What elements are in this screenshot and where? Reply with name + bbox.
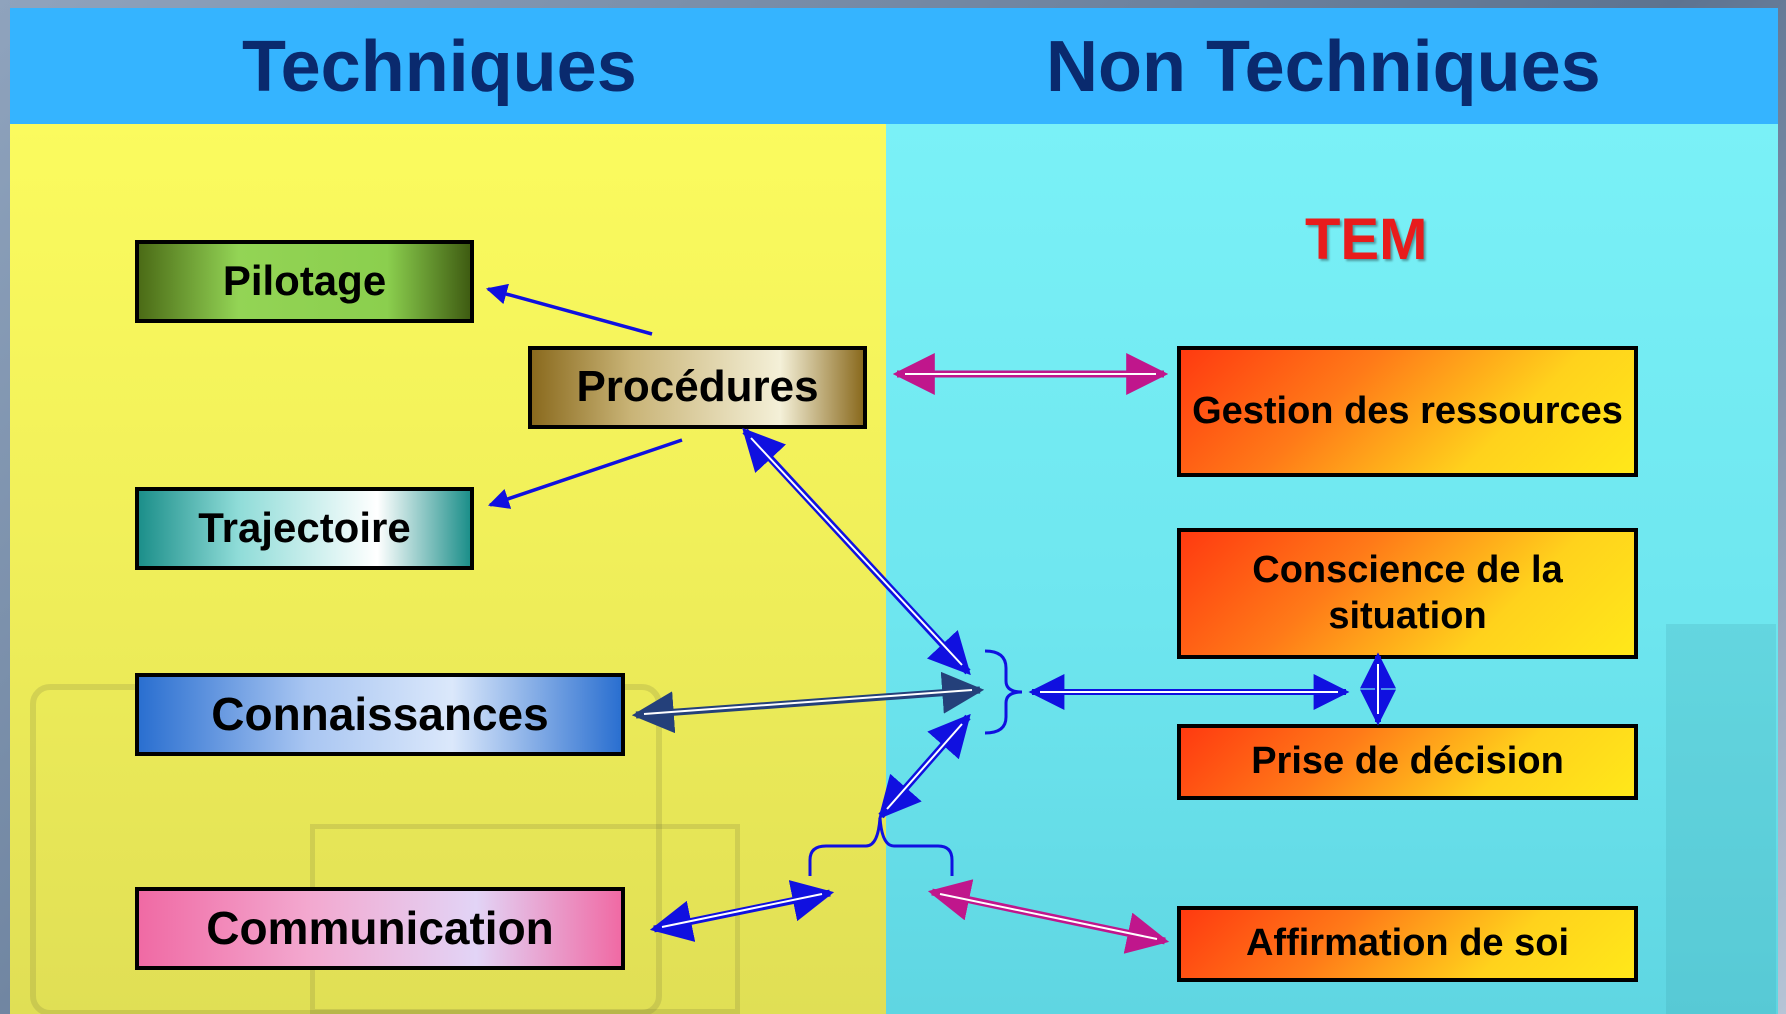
arrow-connaissances-brace [631,671,985,734]
procedures-box: Procédures [528,346,867,429]
conscience-box: Conscience de la situation [1177,528,1638,659]
tower-decoration [1666,624,1776,1014]
gestion-box: Gestion des ressources [1177,346,1638,477]
arrow-communication-brace [649,880,835,942]
arrow-brace-lower [878,713,971,820]
non-techniques-title: Non Techniques [1046,27,1601,107]
tem-label: TEM [1305,207,1428,272]
communication-box: Communication [135,887,625,970]
lower-brace [808,817,954,876]
techniques-title: Techniques [242,27,637,107]
arrow-procedures-brace [742,427,971,676]
affirmation-box: Affirmation de soi [1177,906,1638,982]
arrow-brace-affirmation [927,879,1170,954]
pilotage-box: Pilotage [135,240,474,323]
decision-box: Prise de décision [1177,724,1638,800]
trajectoire-box: Trajectoire [135,487,474,570]
arrow-procedures-pilotage [485,283,653,336]
connaissances-box: Connaissances [135,673,625,756]
right-brace [984,649,1023,735]
header-bar: Techniques Non Techniques [10,8,1778,124]
arrow-procedures-trajectoire [488,438,683,509]
